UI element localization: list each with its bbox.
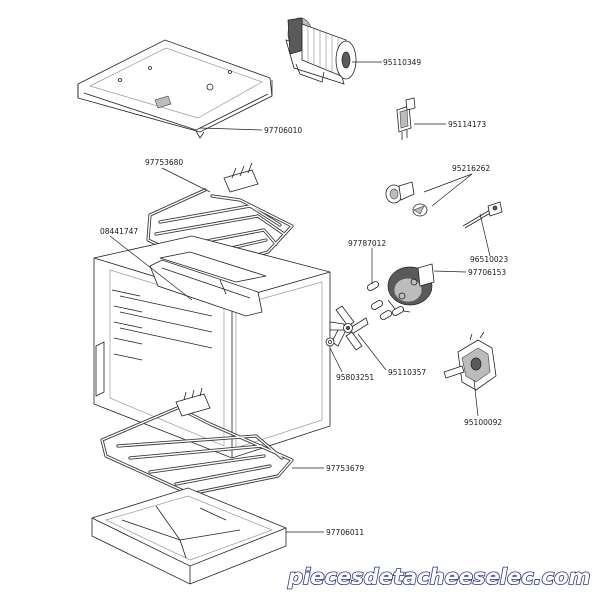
door-switch-sensor — [396, 97, 416, 140]
watermark: piecesdetacheeselec.com — [287, 565, 590, 589]
label-97706010: 97706010 — [264, 126, 302, 135]
label-95100092: 95100092 — [464, 418, 502, 427]
tangential-fan-motor — [285, 17, 357, 85]
label-97753680: 97753680 — [145, 158, 183, 167]
thermostat-probe — [462, 201, 503, 229]
label-97706011: 97706011 — [326, 528, 364, 537]
label-96510023: 96510023 — [470, 255, 508, 264]
part-number-labels: 95110349 97706010 95114173 97753680 9521… — [100, 58, 508, 537]
convection-fan-blade — [329, 305, 369, 351]
leader-lines — [109, 61, 491, 533]
label-95803251: 95803251 — [336, 373, 374, 382]
label-95114173: 95114173 — [448, 120, 486, 129]
bottom-cover-panel — [91, 487, 287, 585]
oven-cavity — [93, 235, 331, 459]
label-97706153: 97706153 — [468, 268, 506, 277]
label-95110349: 95110349 — [383, 58, 421, 67]
label-97753679: 97753679 — [326, 464, 364, 473]
convection-fan-motor — [387, 263, 435, 313]
label-08441747: 08441747 — [100, 227, 138, 236]
top-cover-panel — [77, 39, 273, 139]
label-95216262: 95216262 — [452, 164, 490, 173]
turnspit-motor — [443, 331, 497, 391]
label-97787012: 97787012 — [348, 239, 386, 248]
bottom-heating-element — [100, 387, 294, 496]
oven-lamp-assembly — [385, 181, 428, 217]
heat-deflector — [149, 259, 263, 317]
label-95110357: 95110357 — [388, 368, 426, 377]
fan-nut — [325, 337, 335, 347]
motor-mount-grommets — [367, 281, 404, 320]
